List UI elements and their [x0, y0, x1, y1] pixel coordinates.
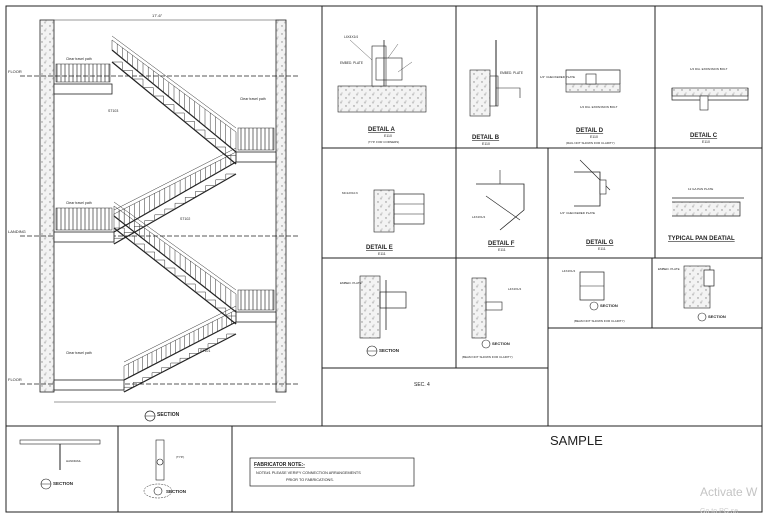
sec-tag: SEC. 4 [414, 382, 430, 388]
fabricator-line1: NOTE#1 PLEASE VERIFY CONNECTION ARRANGEM… [256, 471, 361, 475]
section-s5: HANDRAIL SECTION [19, 439, 101, 490]
detail-a-embed: EMBED. PLATE [340, 61, 363, 65]
detail-g: 1/2" CHECKERED PLATE DETAIL G E111 [560, 159, 614, 251]
sheet-frame [5, 5, 763, 513]
detail-c-bolt: 1/2 DIA. EXPANSION BOLT [690, 67, 728, 71]
s2-note: (BEAM NOT SHOWN FOR CLARITY) [462, 355, 513, 359]
s6-label: SECTION [166, 489, 186, 494]
right-wall [275, 19, 287, 393]
detail-g-title: DETAIL G [586, 240, 614, 246]
detail-f: L4X4X1/4 DETAIL F E111 [472, 170, 525, 252]
level-label-2: LANDING [8, 229, 26, 234]
s6-typ: (TYP.) [176, 455, 184, 459]
detail-c-title: DETAIL C [690, 133, 718, 139]
stair-mark-1: ST103 [108, 109, 118, 113]
stair-mark-3: ST101 [200, 349, 210, 353]
section-s1: EMBED. PLATE SECTION [340, 275, 407, 357]
typical-pan-detail: 12 GA PAN PLATE TYPICAL PAN DEATIAL [668, 187, 744, 242]
detail-b-ref: E110 [482, 142, 490, 146]
detail-d: 1/2" CHECKERED PLATE 1/2 DIA. EXPANSION … [540, 69, 621, 145]
s2-angle: L4X4X1/4 [508, 287, 522, 291]
detail-a-ref: E110 [384, 134, 392, 138]
detail-d-checkered: 1/2" CHECKERED PLATE [540, 75, 575, 79]
pan-callout: 12 GA PAN PLATE [688, 187, 713, 191]
s1-label: SECTION [379, 348, 399, 353]
s3-label: SECTION [600, 303, 618, 308]
left-wall [39, 19, 55, 393]
section-s3: L4X4X1/4 SECTION (BEAM NOT SHOWN FOR CLA… [562, 269, 625, 323]
fabricator-line2: PRIOR TO FABRICATIONS. [286, 478, 334, 482]
detail-c-ref: E110 [702, 140, 710, 144]
detail-b-title: DETAIL B [472, 135, 500, 141]
activate-watermark-1: Activate W [700, 485, 758, 499]
detail-b-embed: EMBED. PLATE [500, 71, 523, 75]
detail-a-title: DETAIL A [368, 127, 396, 133]
section-s4: EMBED. PLATE SECTION [658, 265, 726, 322]
detail-e-ref: E111 [378, 252, 386, 256]
detail-e: MC12X10.6 DETAIL E E111 [342, 189, 425, 256]
detail-f-angle: L4X4X1/4 [472, 215, 486, 219]
detail-g-ref: E111 [598, 247, 606, 251]
travel-note-2: Clear travel path [240, 97, 266, 101]
detail-e-title: DETAIL E [366, 245, 393, 251]
s1-embed: EMBED. PLATE [340, 281, 362, 285]
detail-d-note: (RAIL NOT SHOWN FOR CLARITY) [566, 141, 615, 145]
level-label-1: FLOOR [8, 69, 22, 74]
s4-embed: EMBED. PLATE [658, 267, 680, 271]
s3-note: (BEAM NOT SHOWN FOR CLARITY) [574, 319, 625, 323]
detail-a: EMBED. PLATE L4X4X1/4 DETAIL A E110 (TYP… [337, 35, 427, 144]
s2-label: SECTION [492, 341, 510, 346]
travel-note-3: Clear travel path [66, 201, 92, 205]
section-s2: L4X4X1/4 SECTION (BEAM NOT SHOWN FOR CLA… [462, 277, 522, 359]
fabricator-note: FABRICATOR NOTE:- NOTE#1 PLEASE VERIFY C… [249, 457, 415, 487]
activate-watermark-2: Go to PC se [700, 508, 738, 515]
detail-d-ref: E110 [590, 135, 598, 139]
detail-d-bolt: 1/2 DIA. EXPANSION BOLT [580, 105, 618, 109]
detail-g-checkered: 1/2" CHECKERED PLATE [560, 211, 595, 215]
detail-c: 1/2 DIA. EXPANSION BOLT DETAIL C E110 [671, 67, 749, 144]
detail-a-angle: L4X4X1/4 [344, 35, 358, 39]
travel-note-1: Clear travel path [66, 57, 92, 61]
detail-d-title: DETAIL D [576, 128, 604, 134]
main-section-label: SECTION [157, 412, 180, 418]
detail-f-ref: E111 [498, 248, 506, 252]
s3-angle: L4X4X1/4 [562, 269, 576, 273]
stair-mark-2: ST102 [180, 217, 190, 221]
pan-title: TYPICAL PAN DEATIAL [668, 236, 735, 242]
level-label-3: FLOOR [8, 377, 22, 382]
travel-note-4: Clear travel path [66, 351, 92, 355]
fabricator-title: FABRICATOR NOTE:- [254, 462, 305, 468]
section-s6: (TYP.) SECTION [143, 439, 186, 499]
detail-b: EMBED. PLATE DETAIL B E110 [469, 40, 523, 146]
s5-handrail: HANDRAIL [66, 459, 82, 463]
detail-e-stringer: MC12X10.6 [342, 191, 358, 195]
detail-a-note: (TYP. FOR CORNERS) [368, 140, 399, 144]
sample-label: SAMPLE [550, 433, 603, 448]
svg-text:17'-6": 17'-6" [152, 13, 163, 18]
s4-label: SECTION [708, 314, 726, 319]
s5-label: SECTION [53, 481, 73, 486]
detail-f-title: DETAIL F [488, 241, 515, 247]
main-stair-section: 17'-6" [8, 13, 300, 422]
